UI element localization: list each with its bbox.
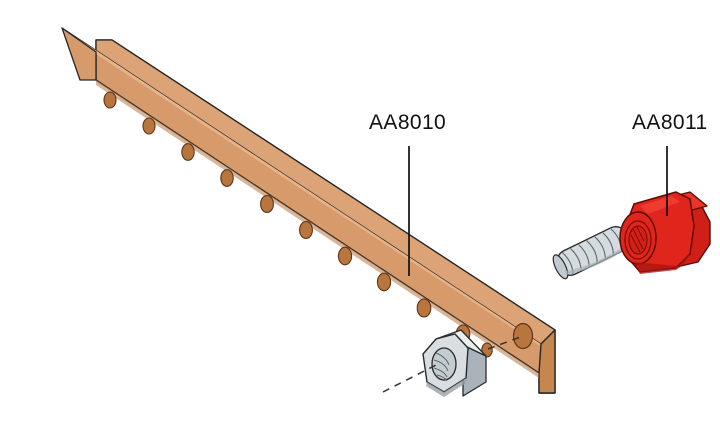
- leader-nut-dashed: [382, 364, 437, 393]
- terminal-body-highlight: [640, 196, 680, 214]
- nut-bore: [431, 347, 457, 381]
- nut-thread-detail: [433, 352, 450, 382]
- busbar-hole: [416, 298, 432, 318]
- busbar-hole: [181, 143, 195, 161]
- busbar-hole-large: [512, 322, 534, 350]
- busbar-hole: [299, 220, 313, 240]
- busbar-edge-highlight: [62, 28, 543, 348]
- terminal-bottom-shadow: [634, 240, 694, 274]
- terminal-face-ring-outer: [624, 220, 652, 260]
- busbar-hole: [260, 194, 274, 214]
- busbar-hole: [142, 117, 156, 135]
- busbar-hole: [220, 169, 234, 187]
- busbar-hole: [103, 91, 117, 109]
- leader-hole-dashed: [487, 335, 524, 350]
- busbar-right-end-face: [538, 329, 556, 394]
- copper-busbar: [61, 27, 556, 394]
- part-label-aa8010: AA8010: [369, 111, 447, 134]
- screw-end-face: [552, 254, 569, 280]
- part-label-aa8011: AA8011: [632, 111, 708, 134]
- screw-shadow: [564, 242, 631, 275]
- red-terminal-connector: [619, 191, 711, 274]
- hex-nut: [422, 329, 487, 397]
- nut-bottom-shadow: [426, 378, 466, 397]
- terminal-bore-detail: [630, 226, 645, 253]
- busbar-hole: [337, 246, 353, 266]
- busbar-hole: [376, 272, 392, 292]
